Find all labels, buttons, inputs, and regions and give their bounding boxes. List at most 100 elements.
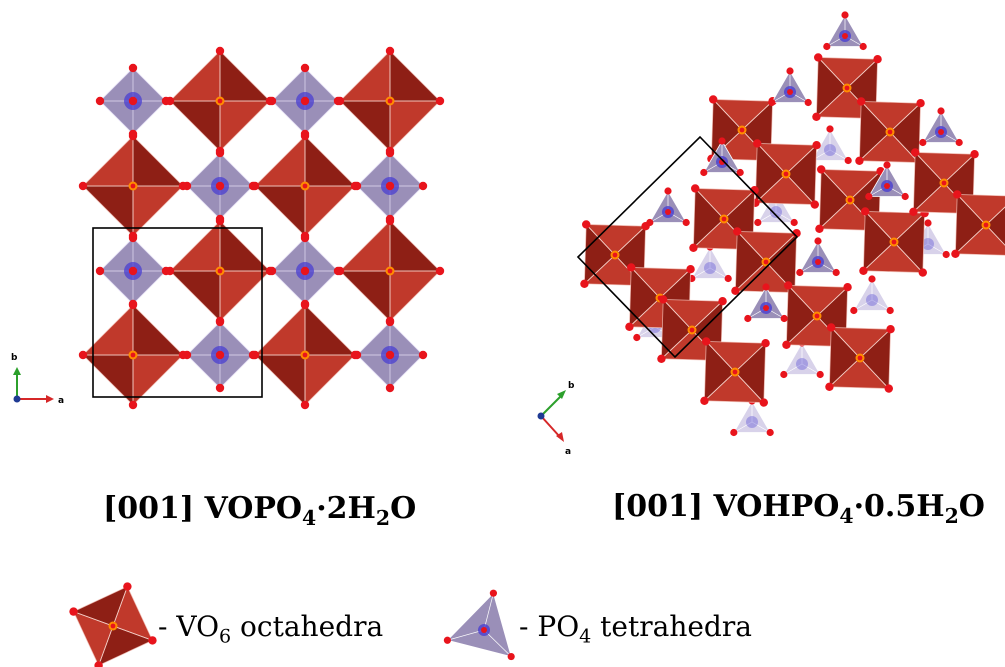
octahedron-edge <box>893 241 924 273</box>
octahedron-edge <box>820 169 851 201</box>
apical-oxygen-atom <box>130 183 136 189</box>
oxygen-atom <box>733 227 742 236</box>
phosphorus-atom <box>770 206 782 218</box>
oxygen-atom <box>646 218 654 227</box>
po4-tetrahedron <box>808 125 852 165</box>
oxygen-atom <box>418 350 428 360</box>
oxygen-atom <box>768 98 776 107</box>
phosphorus-atom <box>866 294 878 306</box>
legend-po4-part: - PO <box>519 610 580 643</box>
oxygen-atom <box>625 322 634 331</box>
octahedron-edge <box>817 57 848 89</box>
oxygen-atom <box>916 99 925 108</box>
vo6-octahedron <box>751 139 821 209</box>
octahedron-edge <box>736 231 767 263</box>
octahedron-face <box>82 135 134 187</box>
octahedron-edge <box>985 224 1005 246</box>
oxygen-atom <box>385 146 395 156</box>
apical-oxygen-atom <box>721 216 727 222</box>
oxygen-atom <box>489 589 498 597</box>
phosphorus-atom <box>704 262 716 274</box>
octahedron-edge <box>659 268 691 299</box>
oxygen-atom <box>826 125 834 133</box>
axis-a-label: a <box>58 396 64 406</box>
vo6-octahedron-icon <box>69 582 157 667</box>
oxygen-atom <box>657 354 666 363</box>
oxygen-atom <box>633 333 641 342</box>
unit-cell-left <box>92 227 263 398</box>
oxygen-atom <box>165 266 175 276</box>
octahedron-edge <box>98 625 114 666</box>
tetrahedron-edge <box>483 629 512 657</box>
octahedron-face <box>389 270 441 322</box>
axes-indicator-right: b a <box>537 381 575 457</box>
oxygen-atom <box>128 400 138 410</box>
oxygen-atom <box>580 279 589 288</box>
octahedron-edge <box>735 261 767 292</box>
axes-indicator-left: b a <box>11 353 64 406</box>
oxygen-atom <box>128 96 138 106</box>
vo6-octahedron <box>859 207 929 277</box>
oxygen-atom <box>859 266 868 275</box>
oxygen-atom <box>128 131 138 141</box>
vo6-octahedron <box>951 190 1005 258</box>
oxygen-atom <box>804 98 812 107</box>
octahedron-edge <box>630 267 661 299</box>
title-right-part: O <box>958 489 985 524</box>
oxygen-atom <box>443 636 452 644</box>
octahedron-edge <box>859 357 890 389</box>
oxygen-atom <box>718 297 727 306</box>
octahedron-face <box>339 100 391 152</box>
oxygen-atom <box>810 200 819 209</box>
octahedron-edge <box>816 286 848 317</box>
oxygen-atom <box>691 184 700 193</box>
oxygen-atom <box>385 316 395 326</box>
oxygen-atom <box>827 323 836 332</box>
vo6-octahedron <box>69 582 157 667</box>
oxygen-atom <box>865 192 873 201</box>
oxygen-atom <box>844 156 852 165</box>
oxygen-atom <box>78 350 88 360</box>
oxygen-atom <box>832 268 840 277</box>
oxygen-atom <box>868 275 876 283</box>
apical-oxygen-atom <box>387 98 393 104</box>
octahedron-face <box>389 220 441 272</box>
vo6-octahedron <box>78 131 188 241</box>
oxygen-atom <box>909 207 918 216</box>
oxygen-atom <box>857 97 866 106</box>
octahedron-edge <box>914 152 945 184</box>
vo6-octahedron <box>78 300 188 410</box>
octahedron-edge <box>785 173 816 205</box>
oxygen-atom <box>812 112 821 121</box>
vo6-octahedron <box>700 337 770 407</box>
octahedron-face <box>304 304 356 356</box>
oxygen-atom <box>924 219 932 227</box>
vo6-octahedron <box>731 227 801 297</box>
apical-oxygen-atom <box>847 197 853 203</box>
octahedron-edge <box>786 315 818 346</box>
octahedron-face <box>304 354 356 406</box>
oxygen-atom <box>780 314 788 323</box>
oxygen-atom <box>664 187 672 195</box>
octahedron-edge <box>765 232 797 263</box>
oxygen-atom <box>814 53 823 62</box>
oxygen-atom <box>659 295 668 304</box>
oxygen-atom <box>796 268 804 277</box>
oxygen-atom <box>883 161 891 169</box>
oxygen-atom <box>814 237 822 245</box>
oxygen-atom <box>886 306 894 315</box>
octahedron-face <box>339 220 391 272</box>
oxygen-atom <box>843 283 852 292</box>
oxygen-atom <box>861 207 870 216</box>
vo6-octahedron <box>165 46 275 156</box>
octahedron-face <box>254 135 306 187</box>
octahedron-edge <box>712 99 743 131</box>
po4-tetrahedron-icon <box>443 589 515 661</box>
po4-tetrahedron <box>744 283 788 323</box>
oxygen-atom <box>812 141 821 150</box>
apical-oxygen-atom <box>783 171 789 177</box>
oxygen-atom <box>265 96 275 106</box>
oxygen-atom <box>784 281 793 290</box>
oxygen-atom <box>335 96 345 106</box>
oxygen-atom <box>970 150 979 159</box>
